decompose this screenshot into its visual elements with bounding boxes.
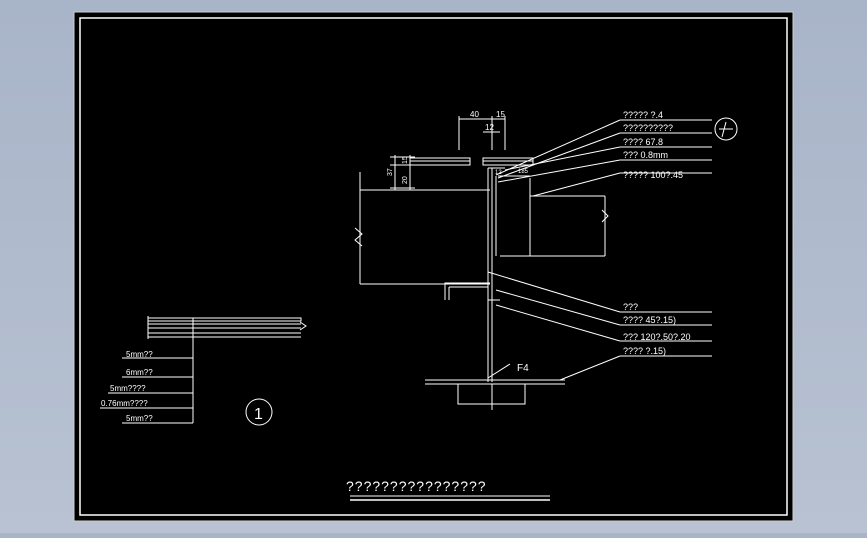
callout-label-2: ??????????: [623, 123, 673, 133]
dimension-15-vertical: 15: [402, 156, 409, 164]
dimension-37: 37: [387, 168, 394, 176]
layer-label-5: 5mm??: [126, 414, 153, 423]
dimension-15: 15: [496, 110, 505, 119]
dimension-40: 40: [470, 110, 479, 119]
section-detail: [100, 116, 738, 501]
dimension-20: 20: [402, 176, 409, 184]
dimension-12: 12: [485, 123, 494, 132]
callout-label-3: ???? 67.8: [623, 137, 663, 147]
callout-label-9: ???? ?.15): [623, 346, 666, 356]
callout-label-8: ??? 120?.50?.20: [623, 332, 691, 342]
layer-label-4: 0.76mm????: [101, 399, 148, 408]
sheet-border: [79, 17, 788, 516]
drawing-sheet: [73, 11, 794, 522]
section-marker: F4: [517, 363, 529, 374]
callout-label-6: ???: [623, 302, 638, 312]
layer-label-3: 5mm????: [110, 384, 146, 393]
callout-label-7: ???? 45?.15): [623, 315, 676, 325]
layer-label-2: 6mm??: [126, 368, 153, 377]
callout-label-4: ??? 0.8mm: [623, 150, 668, 160]
dimension-small-12: 12: [495, 170, 502, 176]
callout-label-5: ????? 100?.45: [623, 170, 683, 180]
layer-label-1: 5mm??: [126, 350, 153, 359]
callout-label-1: ????? ?.4: [623, 110, 663, 120]
detail-number: 1: [254, 406, 263, 423]
drawing-title: ????????????????: [346, 478, 487, 494]
dimension-185: 185: [518, 169, 529, 175]
